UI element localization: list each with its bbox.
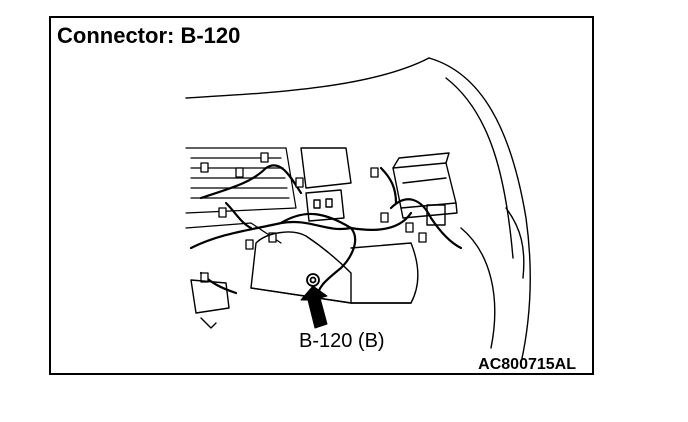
relay-block [300, 147, 352, 222]
engine-bay-illustration [185, 57, 531, 364]
diagram-title: Connector: B-120 [57, 23, 241, 48]
fender-inner-line [445, 77, 514, 259]
radiator-panel [185, 147, 297, 244]
harness-connectors [200, 152, 427, 283]
connector-callout-label: B-120 (B) [299, 330, 385, 352]
battery [392, 152, 458, 226]
diagram-frame: Connector: B-120 B-120 (B) AC800715AL [49, 16, 594, 375]
b120-connector [306, 273, 320, 287]
fender-outline [428, 57, 531, 364]
figure-code: AC800715AL [478, 356, 576, 373]
wiring-harness [189, 164, 463, 303]
headlight-edge [460, 227, 496, 349]
lower-housing [190, 231, 419, 329]
hood-edge [185, 57, 430, 99]
pointer-arrow [300, 285, 328, 329]
